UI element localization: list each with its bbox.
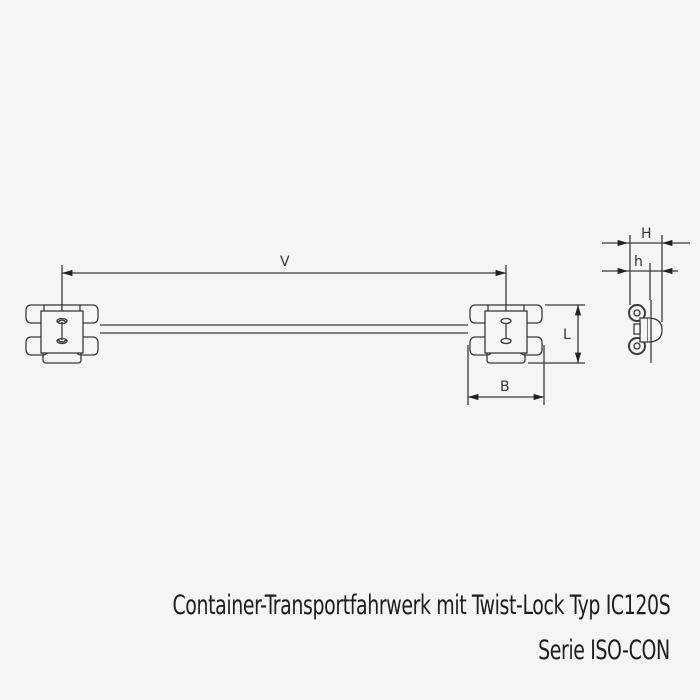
side-view <box>602 235 690 363</box>
dim-label-H: H <box>641 226 652 242</box>
dim-label-B: B <box>500 379 510 395</box>
caption-series: Serie ISO-CON <box>538 635 670 666</box>
right-bogie <box>469 304 543 364</box>
left-bogie <box>25 304 99 364</box>
dim-label-L: L <box>563 327 571 343</box>
dim-label-V: V <box>280 254 290 270</box>
caption-title: Container-Transportfahrwerk mit Twist-Lo… <box>172 590 670 621</box>
dim-label-h: h <box>634 254 643 270</box>
